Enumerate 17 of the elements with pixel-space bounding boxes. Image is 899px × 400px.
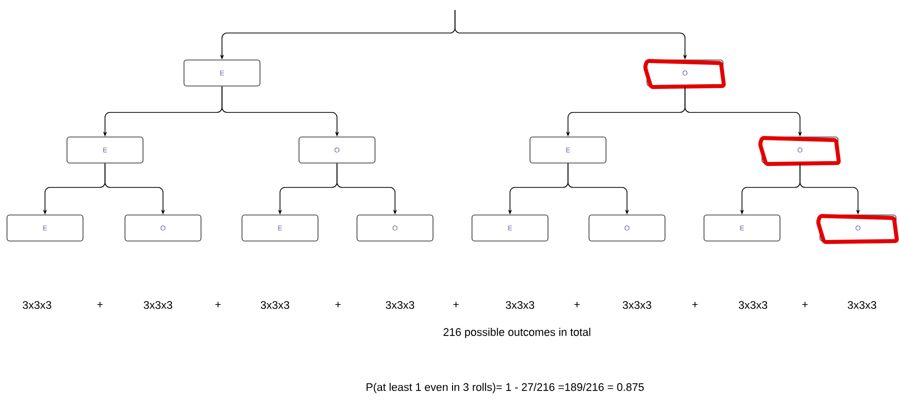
total-text: 216 possible outcomes in total [444, 328, 590, 338]
plus-sign: + [692, 302, 698, 308]
probability-text: P(at least 1 even in 3 rolls)= 1 - 27/216 =189/216 = 0.875 [366, 382, 644, 394]
term-text: 3x3x3 [622, 301, 652, 309]
plus-sign: + [574, 302, 580, 308]
plus-sign: + [802, 302, 808, 308]
plus-sign: + [215, 302, 221, 308]
term-text: 3x3x3 [738, 301, 768, 309]
term-text: 3x3x3 [848, 301, 876, 309]
term-text: 3x3x3 [22, 301, 52, 309]
term-text: 3x3x3 [386, 301, 414, 309]
plus-sign: + [335, 302, 341, 308]
term-text: 3x3x3 [144, 301, 172, 309]
term-text: 3x3x3 [506, 301, 534, 309]
term-text: 3x3x3 [260, 301, 290, 309]
plus-sign: + [453, 302, 459, 308]
plus-sign: + [97, 302, 103, 308]
